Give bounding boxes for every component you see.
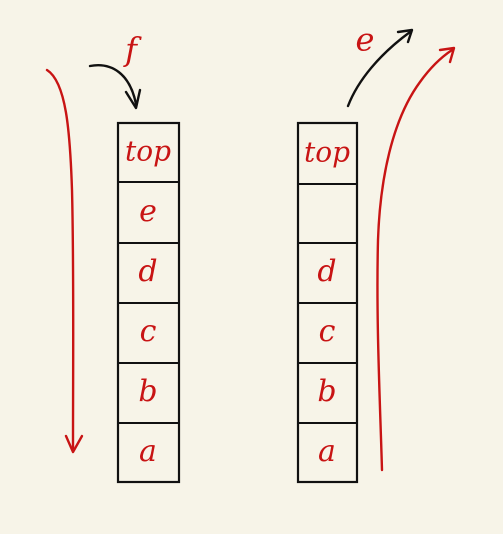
left-stack-cell-b: b [138,374,157,409]
left-down-arrow-shaft [45,68,75,450]
left-stack-cell-c: c [140,314,157,349]
left-stack-cell-top: top [125,135,171,168]
right-stack-cell-a: a [318,434,336,469]
left-down-arrow [45,68,84,454]
right-up-arrow [376,46,456,472]
pop-arrow-shaft [346,30,412,108]
right-stack: top d c b a [296,121,359,484]
left-down-arrowhead [64,434,84,454]
right-stack-cell-b: b [317,374,336,409]
right-up-arrow-shaft [376,48,454,472]
pop-label-e: e [356,21,375,59]
push-label-f: f [123,31,142,69]
left-stack-cell-e: e [139,194,157,229]
push-arrow [88,64,142,110]
left-stack-cell-d: d [138,254,157,289]
right-stack-cell-d: d [317,254,336,289]
pop-arrow [346,28,414,108]
push-arrowhead [124,88,142,110]
pop-arrowhead [396,28,414,44]
push-arrow-shaft [88,64,138,106]
right-stack-cell-top: top [304,136,350,169]
left-stack-cell-a: a [139,434,157,469]
right-up-arrowhead [438,46,456,64]
right-stack-cell-c: c [319,314,336,349]
left-stack: top e d c b a [116,121,181,484]
